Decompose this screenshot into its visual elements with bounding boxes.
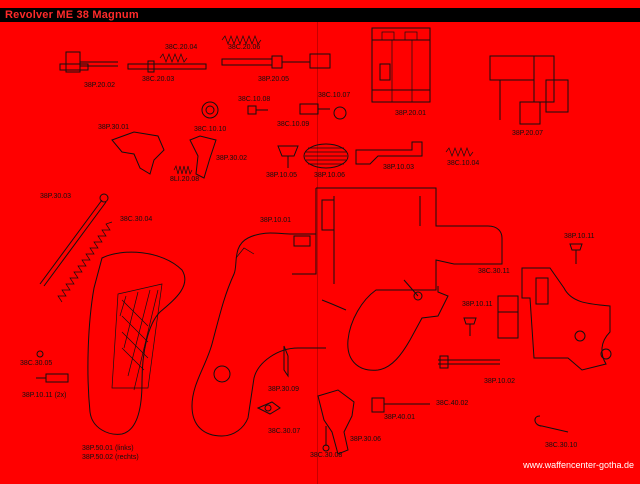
label-38P-10-02: 38P.10.02 (484, 378, 516, 385)
label-38P-30-01: 38P.30.01 (98, 124, 130, 131)
label-38P-10-01: 38P.10.01 (260, 217, 292, 224)
part-grip-panel (87, 251, 186, 435)
title-bar (0, 8, 640, 22)
label-38P-10-03: 38P.10.03 (383, 164, 415, 171)
label-38C-30-08: 38C.30.08 (310, 452, 343, 459)
part-spring-10-04 (445, 147, 474, 157)
part-ejector-rod (127, 60, 207, 73)
label-38C-10-09: 38C.10.09 (277, 121, 310, 128)
part-frame-screw (463, 317, 477, 336)
label-38P-10-06: 38P.10.06 (314, 172, 346, 179)
part-hammer-block (497, 295, 519, 339)
label-38C-40-02: 38C.40.02 (436, 400, 469, 407)
label-38P-20-07: 38P.20.07 (512, 130, 544, 137)
part-spring-8li (173, 164, 193, 176)
part-small-screw (247, 105, 268, 115)
label-38P-30-09: 38P.30.09 (268, 386, 300, 393)
part-hammer (317, 389, 355, 455)
part-sideplate (521, 267, 612, 371)
label-38C-10-04: 38C.10.04 (447, 160, 480, 167)
part-rebound-slide (283, 345, 289, 378)
part-ring (333, 106, 347, 120)
part-nut (201, 101, 219, 119)
part-crane (489, 55, 569, 125)
label-38P-40-01: 38P.40.01 (384, 414, 416, 421)
part-long-pin (438, 355, 500, 369)
label-38P-20-05: 38P.20.05 (258, 76, 290, 83)
label-38P-10-11-right: 38P.10.11 (564, 233, 595, 240)
part-wire-spring (534, 415, 569, 433)
part-mainspring (57, 221, 113, 303)
label-38C-20-04: 38C.20.04 (165, 44, 198, 51)
part-grip-screw-small (36, 350, 44, 358)
part-grip-screw (36, 373, 69, 383)
label-38C-30-04: 38C.30.04 (120, 216, 153, 223)
part-trigger (111, 131, 165, 175)
label-38P-50-01: 38P.50.01 (links) (82, 445, 134, 452)
part-plunger (299, 103, 330, 115)
label-38P-30-03: 38P.30.03 (40, 193, 72, 200)
label-38P-30-06: 38P.30.06 (350, 436, 382, 443)
part-screw-10-05 (277, 145, 299, 168)
label-38P-30-02: 38P.30.02 (216, 155, 248, 162)
part-knurled-knob (303, 143, 349, 169)
part-frame (191, 187, 503, 437)
part-hammer-pin (322, 426, 330, 452)
part-sideplate-screw (569, 243, 583, 264)
label-38C-30-05: 38C.30.05 (20, 360, 53, 367)
part-cylinder (371, 27, 431, 103)
label-38C-10-10: 38C.10.10 (194, 126, 227, 133)
label-8LI-20-08: 8LI.20.08 (170, 176, 200, 183)
part-mainspring-guide (39, 193, 109, 287)
part-latch (355, 141, 423, 165)
website-url: www.waffencenter-gotha.de (523, 460, 634, 470)
label-38P-10-11-middle: 38P.10.11 (462, 301, 493, 308)
part-ejector-star (59, 51, 118, 73)
page-fold-line (317, 22, 318, 484)
part-firing-pin (371, 397, 430, 413)
diagram-title: Revolver ME 38 Magnum (5, 9, 139, 21)
label-38C-10-07: 38C.10.07 (318, 92, 351, 99)
label-38C-30-10: 38C.30.10 (545, 442, 578, 449)
label-38C-20-06: 38C.20.06 (228, 44, 261, 51)
label-38C-20-03: 38C.20.03 (142, 76, 175, 83)
label-38C-30-07: 38C.30.07 (268, 428, 301, 435)
label-38P-20-02: 38P.20.02 (84, 82, 116, 89)
part-hand (189, 135, 217, 179)
part-hammer-strut (256, 401, 281, 415)
part-spring-20-04 (159, 53, 188, 63)
label-38P-10-11-2x: 38P.10.11 (2x) (22, 392, 67, 399)
label-38P-20-01: 38P.20.01 (395, 110, 427, 117)
label-38C-10-08: 38C.10.08 (238, 96, 271, 103)
label-38C-30-11: 38C.30.11 (478, 268, 510, 275)
part-spring-20-06 (221, 35, 262, 45)
label-38P-10-05: 38P.10.05 (266, 172, 298, 179)
part-center-pin (221, 53, 331, 69)
label-38P-50-02: 38P.50.02 (rechts) (82, 454, 139, 461)
